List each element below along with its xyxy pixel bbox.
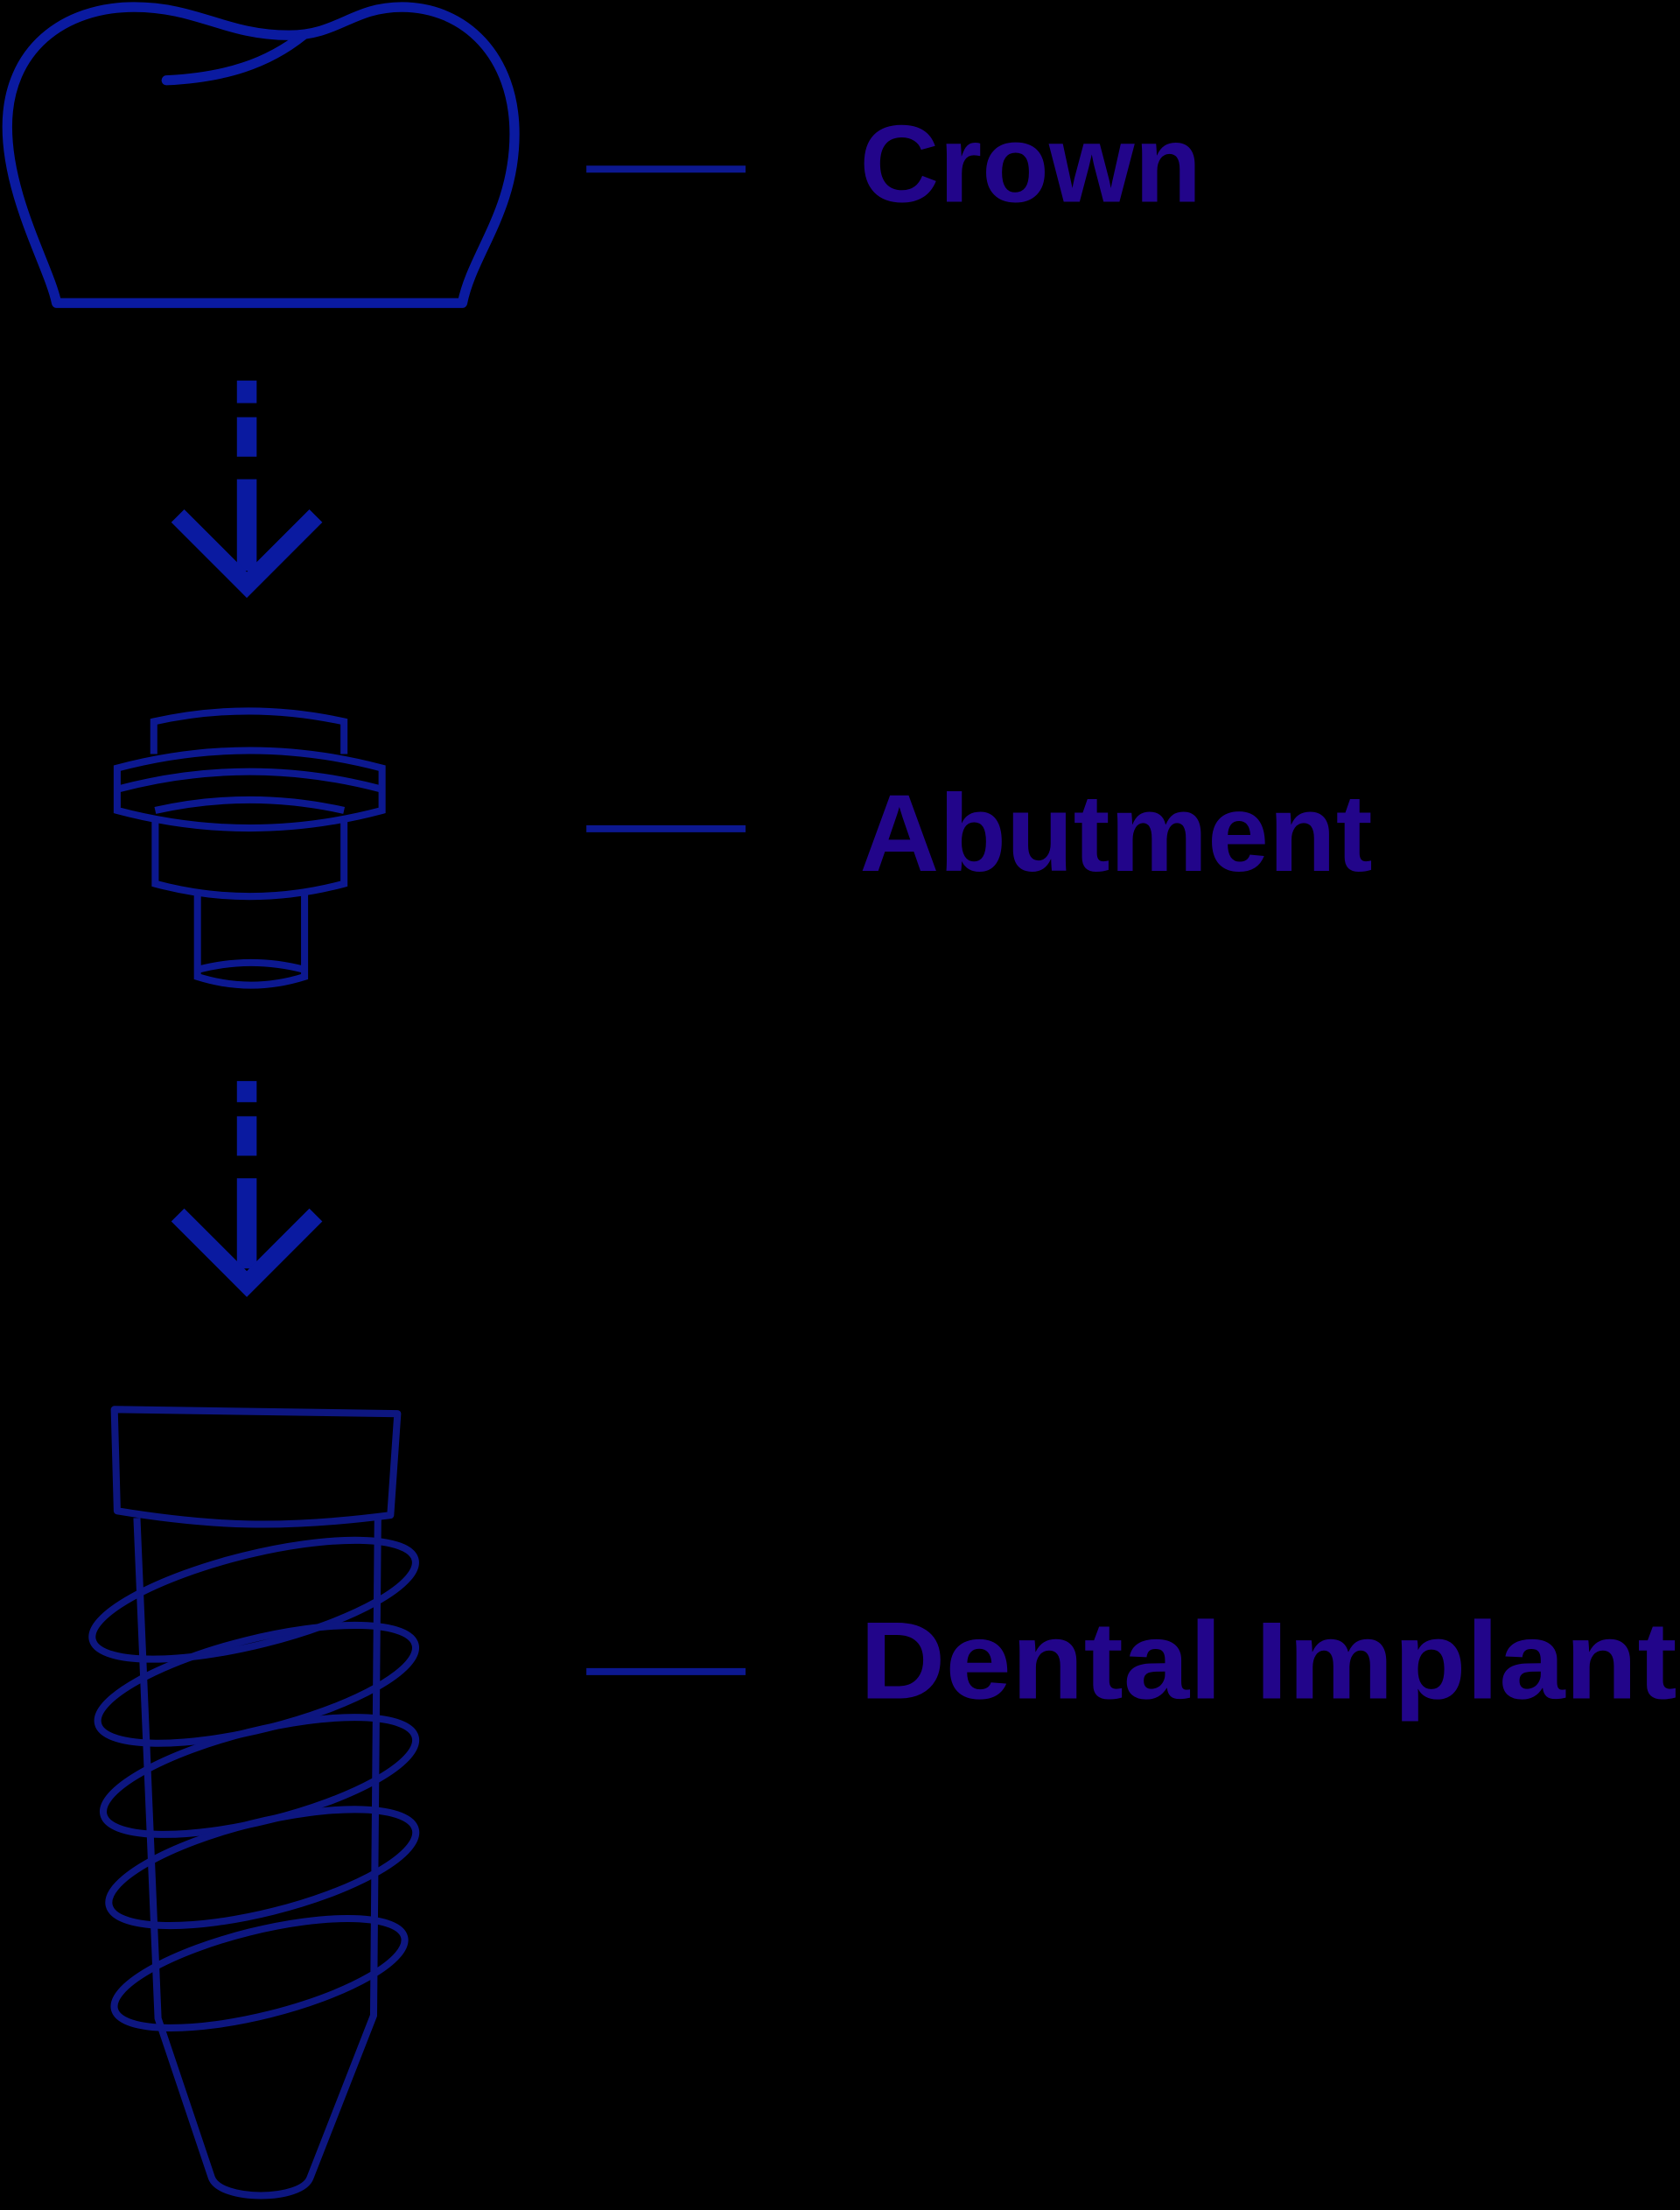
arrow-down-icon	[171, 1081, 323, 1297]
arrow-down-icon	[171, 380, 323, 599]
abutment-label: Abutment	[860, 771, 1373, 895]
abutment-illustration	[113, 707, 386, 989]
implant-illustration	[88, 1406, 420, 2199]
crown-illustration	[2, 2, 520, 308]
crown-label: Crown	[860, 102, 1202, 225]
leader-lines	[586, 165, 746, 1675]
implant-label: Dental Implant	[860, 1598, 1677, 1722]
